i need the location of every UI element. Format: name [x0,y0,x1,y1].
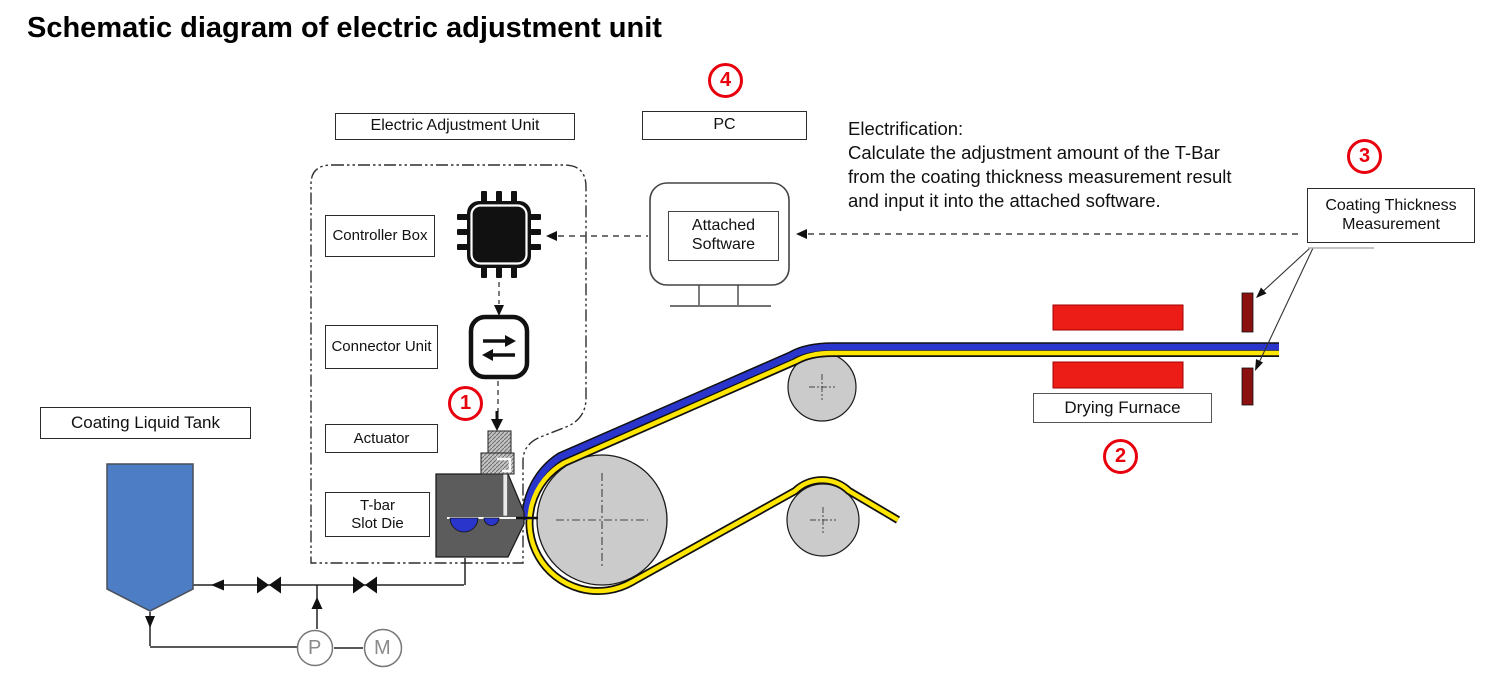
drying-furnace-shape [1052,304,1184,389]
die-cavity-small [483,517,500,526]
marker-3: 3 [1347,139,1382,174]
pipe-arrows [145,579,323,628]
backing-roller [536,454,668,586]
valve-icon-left [257,576,281,594]
coating-liquid-tank-shape [106,463,194,612]
motor-circle-icon [363,628,403,668]
cpu-chip-icon [457,191,541,278]
electrification-note: Electrification: Calculate the adjustmen… [848,118,1232,211]
web-coating-blue [522,343,1279,521]
marker-2: 2 [1103,439,1138,474]
label-electric-adjustment-unit: Electric Adjustment Unit [335,113,575,140]
label-coating-thickness-measurement: Coating Thickness Measurement [1307,188,1475,243]
die-cavity-large [449,517,479,533]
web-path [521,342,1279,596]
label-pc: PC [642,111,807,140]
motor-label: M [374,637,391,659]
bidirectional-transfer-icon [468,314,530,380]
page-title: Schematic diagram of electric adjustment… [27,12,662,44]
label-drying-furnace: Drying Furnace [1033,393,1212,423]
label-controller-box: Controller Box [325,215,435,257]
thickness-sensors [1241,292,1254,406]
signal-lines [491,229,1300,431]
web-substrate-yellow [527,350,1279,594]
eau-boundary [310,164,587,564]
sensor-pointer-arrows [1255,247,1374,371]
label-attached-software: Attached Software [668,211,779,261]
label-connector-unit: Connector Unit [325,325,438,369]
label-t-bar-slot-die: T-bar Slot Die [325,492,430,537]
marker-1: 1 [448,386,483,421]
pump-label: P [308,637,322,659]
valve-icon-right [353,576,377,594]
marker-4: 4 [708,63,743,98]
actuator-shape [480,430,515,475]
label-coating-liquid-tank: Coating Liquid Tank [40,407,251,439]
pump-circle-icon [296,629,334,667]
label-actuator: Actuator [325,424,438,453]
